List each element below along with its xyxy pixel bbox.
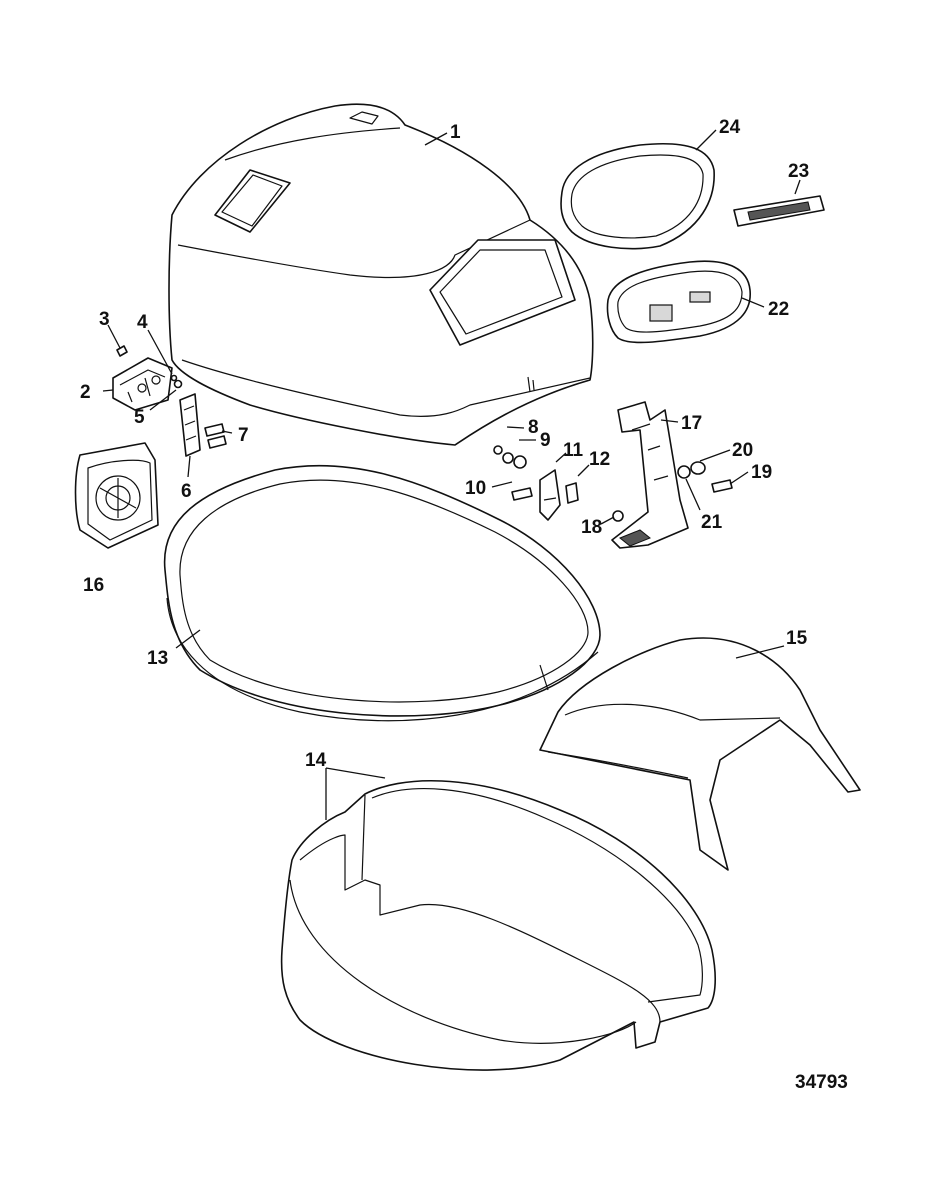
- part-20-washer: [690, 461, 706, 475]
- callout-18: 18: [581, 517, 602, 538]
- part-23-decal: [733, 195, 825, 227]
- callout-4: 4: [137, 312, 148, 333]
- part-19-screw: [711, 479, 733, 493]
- callout-20: 20: [732, 440, 753, 461]
- callout-19: 19: [751, 462, 772, 483]
- callout-24: 24: [719, 117, 741, 138]
- callout-2: 2: [80, 382, 91, 403]
- callout-5: 5: [134, 407, 145, 428]
- part-1-top-cowl: [168, 103, 594, 446]
- callout-7: 7: [238, 425, 249, 446]
- part-14-lower-chaps: [280, 779, 717, 1071]
- part-2-latch: [112, 357, 173, 411]
- callout-14: 14: [305, 750, 327, 771]
- callout-22: 22: [768, 299, 789, 320]
- part-15-chaps-cover: [539, 637, 861, 871]
- callout-11: 11: [563, 440, 584, 461]
- callout-12: 12: [589, 449, 610, 470]
- figure-id: 34793: [795, 1072, 848, 1093]
- callout-8: 8: [528, 417, 539, 438]
- part-12-pin: [565, 482, 579, 504]
- part-24-trim-ring: [560, 142, 715, 250]
- callout-1: 1: [450, 122, 461, 143]
- part-21-washer: [677, 465, 691, 479]
- callout-23: 23: [788, 161, 809, 182]
- part-18-clip: [612, 510, 624, 522]
- callout-21: 21: [701, 512, 723, 533]
- leader-lines: [102, 129, 801, 820]
- callout-15: 15: [786, 628, 808, 649]
- callout-17: 17: [681, 413, 702, 434]
- part-8-9-10-hardware: [493, 445, 533, 501]
- part-3-screw: [116, 345, 128, 357]
- callout-9: 9: [540, 430, 551, 451]
- callout-10: 10: [465, 478, 486, 499]
- part-22-panel: [606, 260, 751, 344]
- part-4-5-pin: [170, 374, 183, 389]
- part-7-screws: [204, 423, 227, 449]
- callout-13: 13: [147, 648, 168, 669]
- part-13-seal: [163, 464, 601, 722]
- callout-16: 16: [83, 575, 104, 596]
- part-17-stand: [611, 401, 689, 549]
- callout-3: 3: [99, 309, 110, 330]
- part-6-bracket: [179, 393, 201, 457]
- part-16-front-cover: [74, 442, 159, 549]
- part-11-hinge: [539, 469, 561, 521]
- callout-6: 6: [181, 481, 192, 502]
